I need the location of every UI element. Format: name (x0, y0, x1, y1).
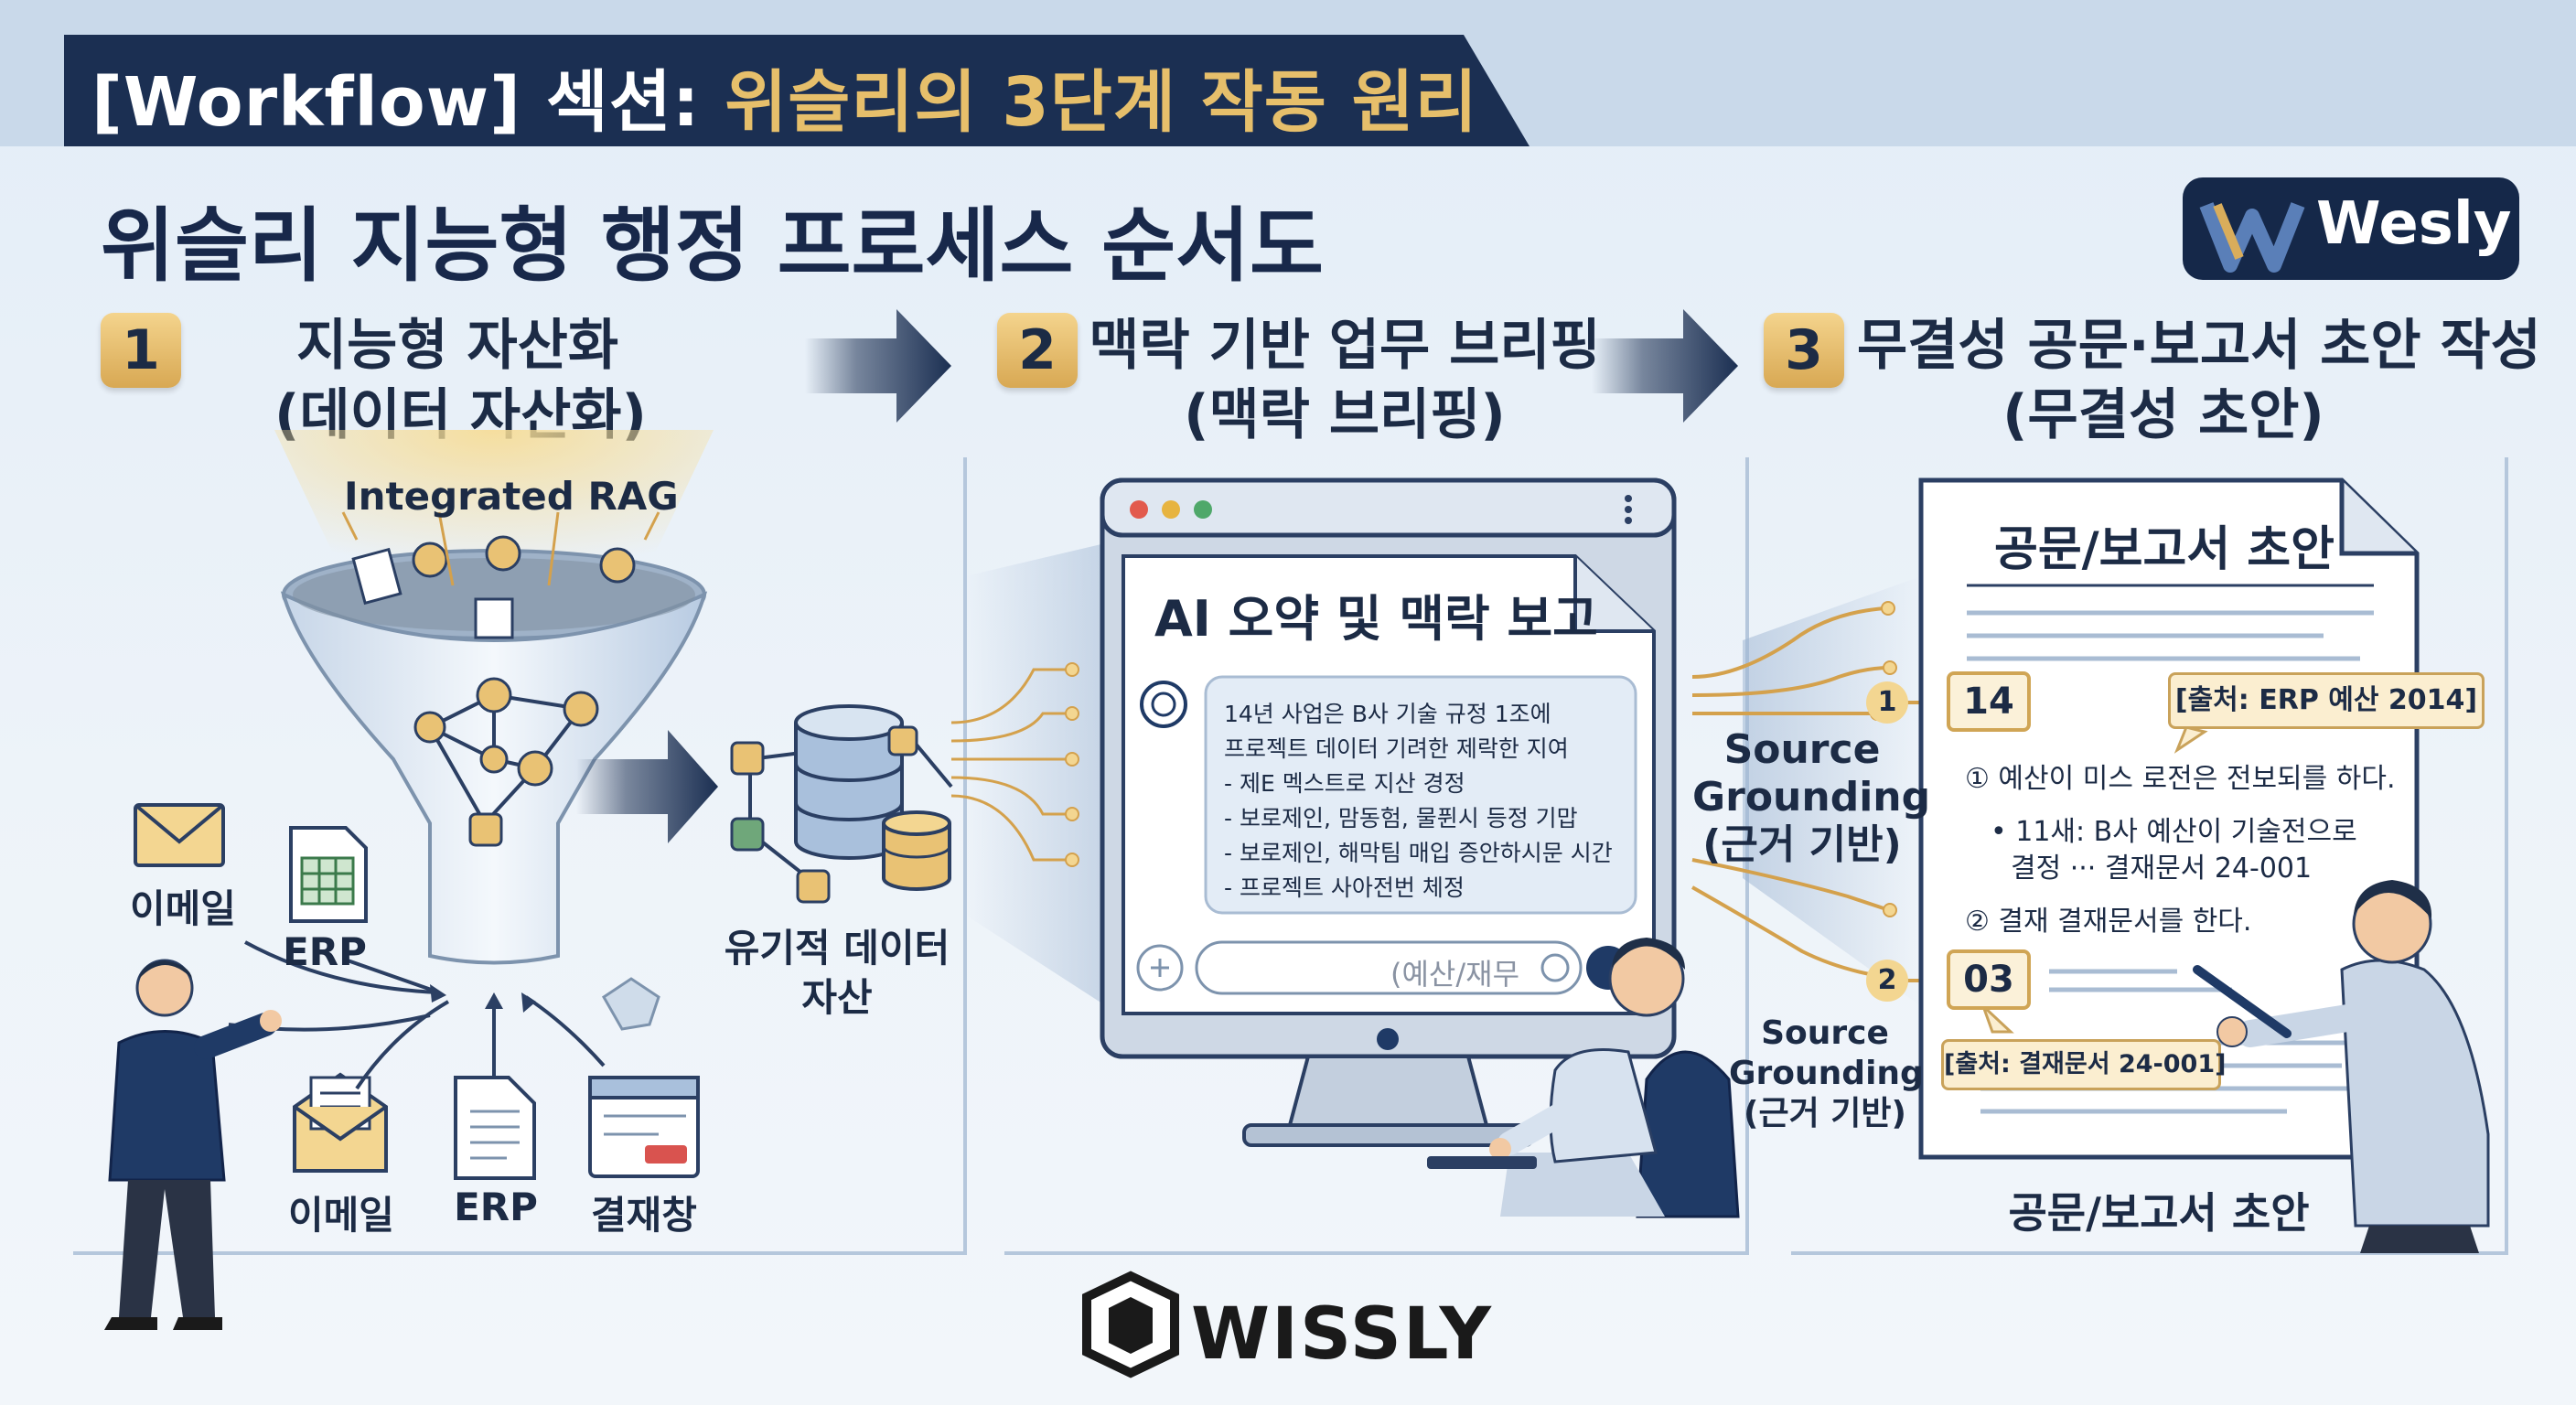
chat-line: - 제E 멕스트로 지산 경정 (1224, 770, 1465, 797)
approval-window-icon (588, 1076, 700, 1178)
source-erp-2-label: ERP (454, 1185, 538, 1229)
document-line-1: ① 예산이 미스 로전은 전보되를 하다. (1965, 763, 2396, 795)
source-approval-label: 결재창 (591, 1193, 697, 1238)
brand-name: Wesly (2316, 190, 2512, 258)
chat-line: 프로젝트 데이터 기려한 제락한 지여 (1224, 735, 1569, 762)
step-1-title-text: 지능형 자산화 (295, 314, 619, 378)
document-line-2a: • 11새: B사 예산이 기술전으로 (1991, 816, 2357, 848)
reference-value-2: 03 (1947, 949, 2031, 1010)
grounding-line: Grounding (1692, 774, 1931, 820)
chat-line: - 프로젝트 사아전번 체정 (1224, 874, 1465, 901)
citation-approval-doc: [출처: 결재문서 24-001] (1941, 1039, 2226, 1090)
footer-logo-mark (1082, 1271, 1179, 1378)
seated-person (1427, 938, 1740, 1218)
step-2-title-text: 맥락 기반 업무 브리핑 (1089, 314, 1601, 378)
step-3-badge: 3 (1764, 313, 1844, 388)
organic-data-asset (730, 704, 953, 904)
draft-document (1918, 477, 2420, 1160)
step-2-badge: 2 (997, 313, 1078, 388)
writing-person (2193, 880, 2490, 1253)
header-tab-shape (64, 35, 1530, 146)
step-3-title: 무결성 공문·보고서 초안 작성 (무결성 초안) (1857, 311, 2541, 450)
beam-into-monitor (965, 540, 1121, 1015)
robot-hand-icon (602, 977, 660, 1031)
header-tab-title: [Workflow] 섹션: 위슬리의 3단계 작동 원리 (91, 48, 1478, 145)
source-erp-label: ERP (283, 929, 367, 974)
reference-value-1: 14 (1947, 671, 2031, 732)
grounding-link-1: 1 (1866, 681, 1908, 724)
chat-window (1122, 554, 1656, 1015)
footer-brand-name: WISSLY (1191, 1293, 1493, 1376)
chat-line: 14년 사업은 B사 기술 규정 1조에 (1224, 701, 1551, 727)
document-title: 공문/보고서 초안 (1994, 522, 2334, 577)
step-3-subtitle: (무결성 초안) (2002, 383, 2324, 447)
pointing-person (104, 959, 282, 1330)
rag-funnel (280, 511, 708, 965)
chat-input[interactable] (1136, 940, 1630, 995)
page-title: 위슬리 지능형 행정 프로세스 순서도 (101, 198, 1324, 293)
chat-line: - 보로제인, 해막팀 매입 증안하시문 시간 (1224, 840, 1613, 866)
source-email-2-label: 이메일 (288, 1193, 394, 1238)
step-2-title: 맥락 기반 업무 브리핑 (맥락 브리핑) (1089, 311, 1601, 450)
data-asset-label-line2: 자산 (801, 975, 873, 1020)
document-caption: 공문/보고서 초안 (2008, 1188, 2310, 1238)
header-tab-heading: 위슬리의 3단계 작동 원리 (724, 63, 1478, 142)
source-grounding-label-small: Source Grounding (근거 기반) (1729, 1014, 1924, 1134)
grounding-line: Source (1723, 726, 1881, 773)
section-3-frame (1791, 457, 2508, 1255)
document-line-2b: 결정 ··· 결재문서 24-001 (2011, 853, 2313, 885)
step-arrow-1-2 (805, 309, 951, 423)
chat-message: 14년 사업은 B사 기술 규정 1조에 프로젝트 데이터 기려한 제락한 지여… (1224, 697, 1613, 906)
data-asset-label: 유기적 데이터 자산 (704, 924, 970, 1023)
document-line-3: ② 결재 결재문서를 한다. (1965, 906, 2252, 938)
source-email-label: 이메일 (130, 886, 236, 931)
chat-line: - 보로제인, 맘동험, 물퓐시 등정 기맙 (1224, 805, 1578, 831)
citation-erp: [출처: ERP 예산 2014] (2168, 672, 2485, 729)
spreadsheet-icon (289, 826, 368, 923)
chat-input-placeholder[interactable]: (예산/재무 (1390, 957, 1520, 992)
header-tab-label: [Workflow] 섹션: (91, 63, 701, 142)
funnel-to-db-arrow (576, 730, 718, 843)
grounding-line: Source (1761, 1014, 1889, 1052)
grounding-line: (근거 기반) (1744, 1095, 1906, 1132)
source-grounding-label-large: Source Grounding (근거 기반) (1692, 726, 1931, 869)
integrated-rag-label: Integrated RAG (344, 474, 679, 519)
envelope-icon (134, 803, 225, 867)
step-arrow-2-3 (1592, 309, 1738, 423)
grounding-line: (근거 기반) (1702, 821, 1902, 868)
brand-w-icon (2199, 202, 2305, 273)
data-asset-label-line1: 유기적 데이터 (724, 926, 950, 971)
document-icon (454, 1076, 536, 1180)
chat-window-title: AI 오약 및 맥락 보고 (1154, 590, 1598, 648)
open-envelope-icon (293, 1072, 388, 1173)
step-3-title-text: 무결성 공문·보고서 초안 작성 (1857, 314, 2541, 378)
step-1-badge: 1 (101, 313, 181, 388)
grounding-line: Grounding (1729, 1055, 1924, 1092)
grounding-link-2: 2 (1866, 960, 1908, 1002)
step-2-subtitle: (맥락 브리핑) (1184, 383, 1506, 447)
